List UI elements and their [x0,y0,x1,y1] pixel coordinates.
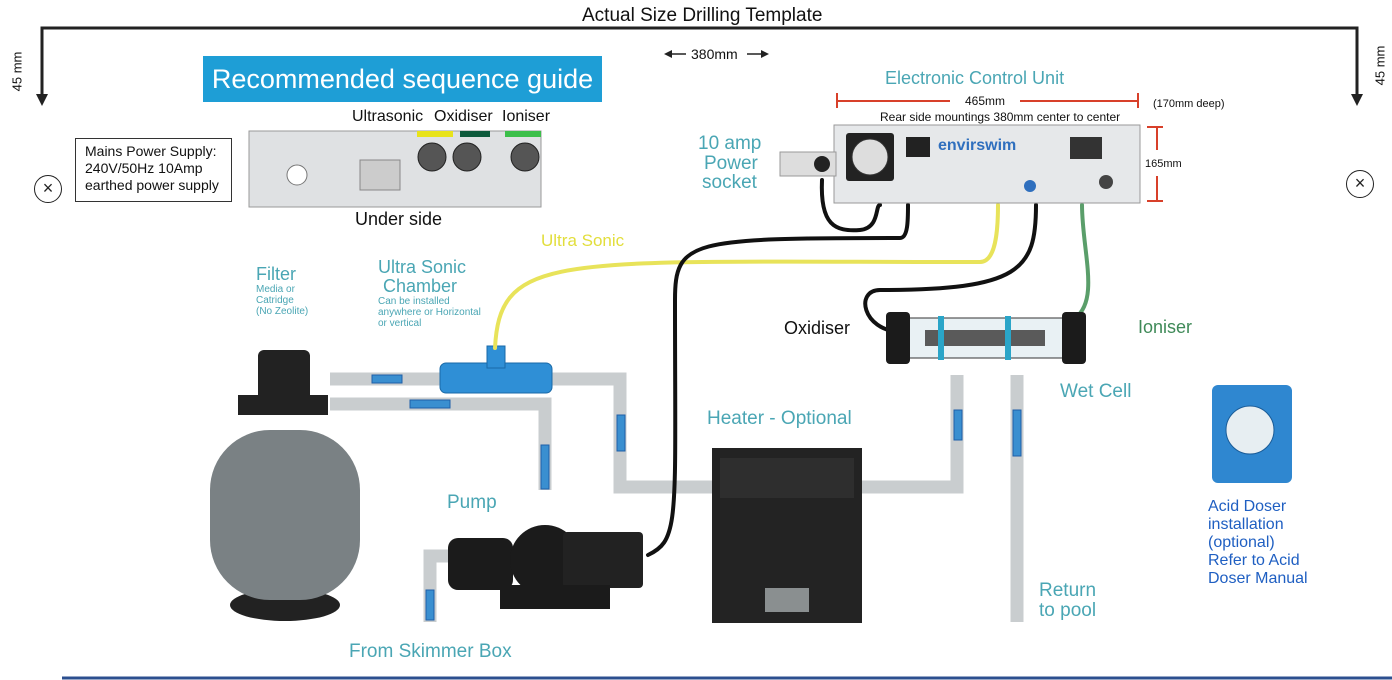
ultrasonic-chamber [439,345,553,394]
wet-cell [886,312,1086,364]
heater [712,448,862,623]
acid-doser-line-5: Doser Manual [1208,570,1308,587]
chamber-sub-3: or vertical [378,318,422,329]
control-unit-depth: (170mm deep) [1153,98,1225,110]
power-socket [779,151,837,177]
power-socket-line-1: 10 amp [698,133,762,154]
return-label-2: to pool [1039,600,1097,621]
ioniser-label: Ioniser [1138,317,1193,337]
chamber-label-1: Ultra Sonic [378,257,467,277]
filter-label: Filter [256,264,296,284]
drilling-template-bracket [40,26,1359,95]
control-unit-width: 465mm [965,94,1006,108]
ultrasonic-cable-label: Ultra Sonic [541,231,625,250]
underside-panel [248,130,542,208]
skimmer-label: From Skimmer Box [349,641,512,662]
port-label-ultrasonic: Ultrasonic [352,108,424,125]
mains-line-1: Mains Power Supply: [85,143,217,159]
drill-mark-right: × [1346,170,1374,198]
dimension-lines [836,93,1163,202]
chamber-label-2: Chamber [383,276,458,296]
chamber-sub-1: Can be installed [378,296,450,307]
left-dimension: 45 mm [9,51,25,92]
oxidiser-label: Oxidiser [784,318,851,338]
drill-mark-left: × [34,175,62,203]
mains-line-3: earthed power supply [85,177,219,193]
flow-arrows [371,374,1022,621]
pump-label: Pump [447,492,497,513]
pump [448,525,643,609]
filter-sub-1: Media or [256,284,295,295]
return-label-1: Return [1039,580,1097,601]
control-unit-mounting: Rear side mountings 380mm center to cent… [880,110,1121,124]
chamber-sub-2: anywhere or Horizontal [378,307,481,318]
left-arrowhead [36,94,48,106]
right-arrowhead [1351,94,1363,106]
acid-doser [1212,385,1292,483]
control-unit-brand: envirswim [938,137,1017,154]
underside-caption: Under side [355,209,443,229]
filter-sub-2: Catridge [256,295,294,306]
acid-doser-line-2: installation [1208,516,1284,533]
right-dimension: 45 mm [1372,45,1388,86]
acid-doser-line-4: Refer to Acid [1208,552,1300,569]
template-title: Actual Size Drilling Template [582,5,823,26]
sand-filter [210,350,360,621]
cables [493,178,1091,557]
wet-cell-label: Wet Cell [1060,381,1132,402]
control-unit-height: 165mm [1145,158,1182,170]
span-dimension: 380mm [691,46,738,62]
mains-line-2: 240V/50Hz 10Amp [85,160,203,176]
acid-doser-line-3: (optional) [1208,534,1275,551]
port-label-ioniser: Ioniser [502,108,551,125]
control-unit-title: Electronic Control Unit [885,68,1065,88]
power-socket-line-3: socket [702,172,757,193]
acid-doser-line-1: Acid Doser [1208,498,1287,515]
sequence-guide-banner: Recommended sequence guide [203,56,602,102]
port-label-oxidiser: Oxidiser [434,108,493,125]
heater-label: Heater - Optional [707,408,852,429]
power-socket-line-2: Power [704,153,758,174]
filter-sub-3: (No Zeolite) [256,306,309,317]
mains-power-note: Mains Power Supply: 240V/50Hz 10Amp eart… [75,138,232,202]
